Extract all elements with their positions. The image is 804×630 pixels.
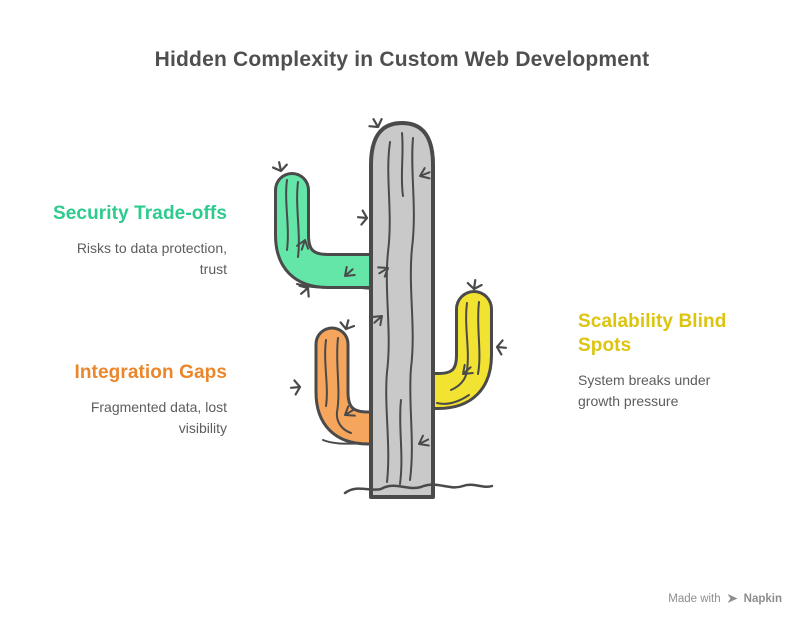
cactus-texture-line xyxy=(296,283,372,290)
made-with-text: Made with xyxy=(668,592,721,605)
ground-line xyxy=(343,483,494,495)
cactus-spike-icon xyxy=(289,378,302,396)
cactus-texture-line xyxy=(324,339,328,407)
cactus-spike-icon xyxy=(271,159,289,174)
napkin-logo-icon xyxy=(727,594,738,603)
cactus-texture-line xyxy=(285,179,289,251)
section-scalability-title: Scalability Blind Spots xyxy=(578,311,727,356)
cactus-trunk xyxy=(369,121,435,499)
cactus-spike-icon xyxy=(465,278,484,292)
section-integration-title: Integration Gaps xyxy=(74,362,227,383)
cactus-arm-security xyxy=(274,172,397,290)
section-integration-description: Fragmented data, lost visibility xyxy=(90,398,227,436)
section-security-description: Risks to data protection, trust xyxy=(76,239,227,277)
cactus-texture-line xyxy=(400,132,404,197)
page-title: Hidden Complexity in Custom Web Developm… xyxy=(154,48,650,71)
made-with-napkin[interactable]: Made with Napkin xyxy=(668,592,782,605)
cactus-illustration xyxy=(271,114,508,499)
section-security: Security Trade-offs Risks to data protec… xyxy=(27,202,227,280)
section-security-title: Security Trade-offs xyxy=(52,203,227,224)
cactus-texture-line xyxy=(296,181,300,258)
section-scalability-description: System breaks under growth pressure xyxy=(578,371,711,409)
cactus-texture-line xyxy=(436,394,470,405)
section-integration: Integration Gaps Fragmented data, lost v… xyxy=(27,361,227,439)
napkin-brand-text: Napkin xyxy=(743,592,782,605)
section-scalability: Scalability Blind Spots System breaks un… xyxy=(578,310,736,412)
cactus-spike-icon xyxy=(356,209,369,227)
cactus-arm-integration xyxy=(314,326,403,446)
cactus-texture-line xyxy=(335,337,352,434)
cactus-arm-scalability xyxy=(408,290,493,410)
cactus-texture-line xyxy=(385,141,391,483)
cactus-texture-line xyxy=(399,399,403,485)
cactus-texture-line xyxy=(409,137,415,481)
cactus-spike-icon xyxy=(495,338,508,356)
cactus-texture-line xyxy=(477,301,481,375)
cactus-spike-icon xyxy=(338,317,357,332)
